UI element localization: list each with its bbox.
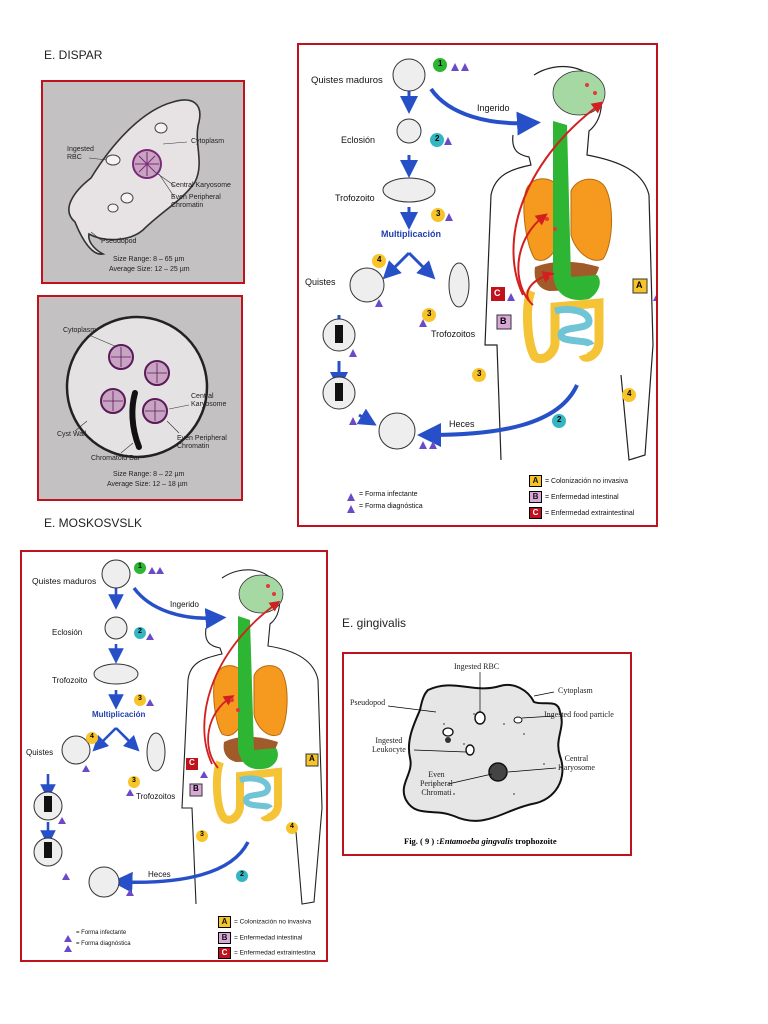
label-cyst-peripheral: Even Peripheral Chromatin: [177, 435, 227, 451]
cyst-average-size: Average Size: 12 – 18 µm: [107, 481, 188, 488]
label-eclosion: Eclosión: [341, 135, 376, 145]
legend-a: A= Colonización no invasiva: [529, 475, 628, 487]
legend-b-box-b: B: [218, 932, 231, 944]
lifecycle-panel-top: 1 2 3 4 3 2 3 4 A B C Quistes maduros In…: [297, 43, 658, 527]
num-3c: 3: [477, 369, 482, 378]
label-even-peripheral: Even Peripheral Chromatin: [171, 194, 221, 210]
num-2b: 2: [557, 415, 562, 424]
label-chromatoid-bar: Chromatoid Bar: [91, 455, 141, 462]
legend-a-text: = Colonización no invasiva: [545, 477, 629, 485]
num-3c-b: 3: [200, 831, 204, 838]
label-quistes-maduros-b: Quistes maduros: [32, 576, 97, 586]
cyst-drawing: [65, 315, 209, 459]
label-cyst-wall: Cyst Wall: [57, 431, 87, 438]
label-ging-leukocyte: Ingested Leukocyte: [372, 736, 406, 755]
label-ingerido-b: Ingerido: [170, 600, 199, 609]
gingivalis-panel: Ingested RBC Pseudopod Cytoplasm Ingeste…: [342, 652, 632, 856]
label-ging-food: Ingested food particle: [544, 710, 614, 719]
cyst-panel: Cytoplasm Central Karyosome Cyst Wall Ev…: [37, 295, 243, 501]
label-multiplicacion-b: Multiplicación: [92, 710, 146, 719]
label-heces-b: Heces: [148, 870, 171, 879]
num-4-b: 4: [90, 733, 94, 740]
caption-prefix: Fig. ( 9 ) :: [404, 836, 440, 846]
legend-infectante: = Forma infectante: [359, 491, 418, 498]
trophozoite-drawing: [68, 99, 201, 255]
label-quistes-maduros: Quistes maduros: [311, 75, 383, 86]
label-ging-rbc: Ingested RBC: [454, 662, 500, 671]
label-central-karyosome: Central Karyosome: [171, 182, 231, 189]
letter-b-b: B: [193, 784, 199, 793]
num-4b-b: 4: [290, 823, 294, 830]
legend-c-b: C= Enfermedad extraintestina: [218, 947, 315, 959]
legend-c-box: C: [529, 507, 542, 519]
heading-e-gingivalis: E. gingivalis: [342, 616, 407, 630]
num-2: 2: [435, 134, 440, 143]
legend-b-text: = Enfermedad intestinal: [545, 493, 619, 501]
num-1: 1: [438, 59, 443, 68]
legend-c: C= Enfermedad extraintestinal: [529, 507, 634, 519]
label-cyst-karyosome: Central Karyosome: [191, 393, 227, 409]
legend-b-b: B= Enfermedad intestinal: [218, 932, 302, 944]
label-ging-pseudopod: Pseudopod: [350, 698, 386, 707]
legend-c-text: = Enfermedad extraintestinal: [545, 509, 635, 517]
label-ging-karyosome: Central Karyosome: [558, 754, 595, 773]
label-trofozoito: Trofozoito: [335, 193, 375, 203]
legend-a-text-b: = Colonización no invasiva: [234, 918, 312, 926]
label-cyst-cytoplasm: Cytoplasm: [63, 327, 97, 334]
caption-suffix: trophozoite: [513, 836, 557, 846]
legend-c-box-b: C: [218, 947, 231, 959]
label-trofozoitos-b: Trofozoitos: [136, 792, 176, 801]
label-pseudopod: Pseudopod: [101, 238, 137, 245]
legend-b-text-b: = Enfermedad intestinal: [234, 934, 303, 942]
label-trofozoito-b: Trofozoito: [52, 676, 88, 685]
label-multiplicacion: Multiplicación: [381, 229, 442, 239]
num-3b-b: 3: [132, 777, 136, 784]
legend-b: B= Enfermedad intestinal: [529, 491, 619, 503]
num-2-b: 2: [138, 628, 142, 635]
label-ingested-rbc: Ingested RBC: [67, 146, 94, 162]
label-eclosion-b: Eclosión: [52, 628, 83, 637]
legend-b-box: B: [529, 491, 542, 503]
lifecycle-panel-bottom: 1 2 3 4 3 2 3 4 A B C Quistes maduros In…: [20, 550, 328, 962]
legend-c-text-b: = Enfermedad extraintestina: [234, 949, 316, 957]
lifecycle-drawing-bottom: [33, 559, 323, 952]
num-3: 3: [436, 209, 441, 218]
label-heces: Heces: [449, 419, 475, 429]
label-ingerido: Ingerido: [477, 103, 510, 113]
num-4: 4: [377, 255, 382, 264]
letter-b: B: [500, 316, 507, 326]
label-cytoplasm: Cytoplasm: [191, 138, 225, 145]
gingivalis-caption: Fig. ( 9 ) :Entamoeba gingvalis trophozo…: [404, 836, 557, 846]
letter-a-b: A: [309, 754, 315, 763]
legend-diagnostica: = Forma diagnóstica: [359, 503, 423, 510]
legend-a-box-b: A: [218, 916, 231, 928]
size-range: Size Range: 8 – 65 µm: [113, 256, 185, 263]
letter-c-b: C: [189, 758, 195, 767]
legend-a-box: A: [529, 475, 542, 487]
cyst-size-range: Size Range: 8 – 22 µm: [113, 471, 185, 478]
label-trofozoitos: Trofozoitos: [431, 329, 476, 339]
heading-e-moskovslk: E. MOSKOSVSLK: [44, 516, 143, 530]
label-ging-cytoplasm: Cytoplasm: [558, 686, 593, 695]
average-size: Average Size: 12 – 25 µm: [109, 266, 190, 273]
label-quistes-b: Quistes: [26, 748, 54, 757]
num-2b-b: 2: [240, 871, 244, 878]
legend-diagnostica-b: = Forma diagnóstica: [76, 941, 131, 947]
num-3b: 3: [427, 309, 432, 318]
trophozoite-panel: Ingested RBC Cytoplasm Central Karyosome…: [41, 80, 245, 284]
num-1-b: 1: [138, 563, 142, 570]
legend-infectante-b: = Forma infectante: [76, 930, 127, 936]
gingivalis-drawing: [387, 672, 564, 822]
label-quistes: Quistes: [305, 277, 336, 287]
num-4b: 4: [627, 389, 632, 398]
letter-a: A: [636, 280, 643, 290]
legend-a-b: A= Colonización no invasiva: [218, 916, 311, 928]
letter-c: C: [494, 288, 501, 298]
heading-e-dispar: E. DISPAR: [44, 48, 103, 62]
num-3-b: 3: [138, 695, 142, 702]
caption-italic: Entamoeba gingvalis: [439, 836, 514, 846]
lifecycle-drawing-top: [322, 58, 656, 513]
label-ging-peripheral: Even Peripheral Chromati: [420, 770, 453, 798]
